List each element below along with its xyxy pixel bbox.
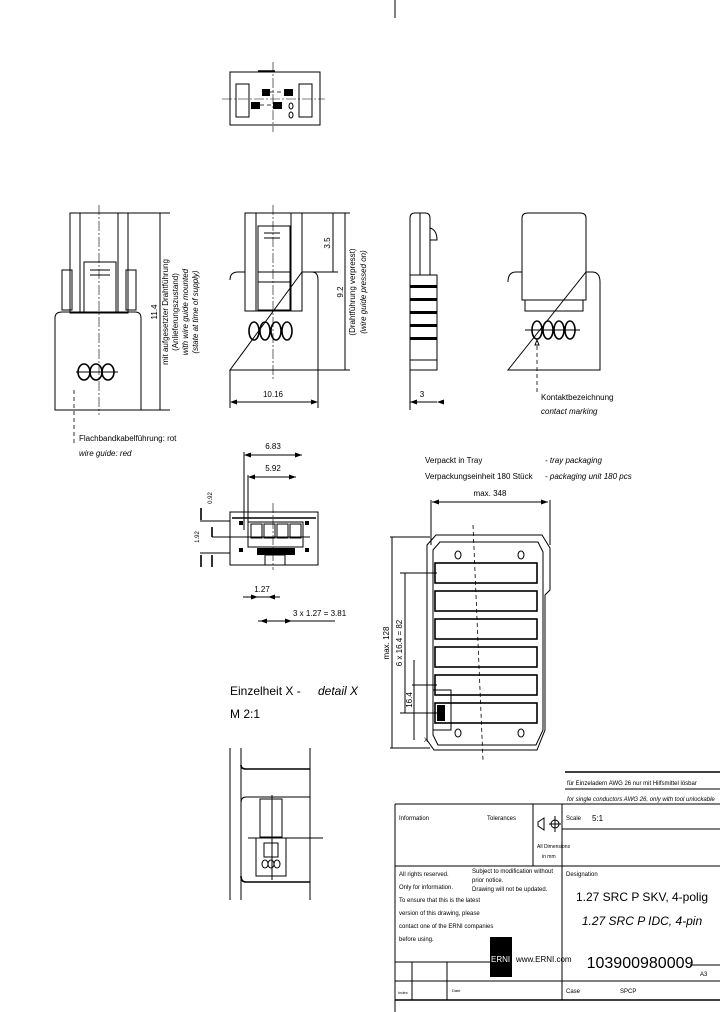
tray-height-dim: max. 128 [382,626,391,659]
index-label: Index [398,990,408,995]
bottom-pitch: 1.27 [254,585,270,594]
detail-scale: M 2:1 [230,707,260,721]
front-height-note-en: (wire guide pressed on) [359,250,368,334]
information-label: Information [399,816,429,822]
bottom-dim-a: 6.83 [265,442,281,451]
tray-detail-marker: X [424,738,428,744]
sheet-size: A3 [700,972,708,978]
top-view [222,62,325,132]
rights-line-2: Only for information. [399,885,453,891]
title-block [394,771,720,1001]
scale-value: 5:1 [592,814,604,823]
modification-line-2: prior notice. [472,878,504,884]
tray-width-dim: max. 348 [474,489,507,498]
tray-pitch-total: 6 x 16.4 = 82 [395,619,404,666]
side-view [409,212,444,410]
rights-line-3: To ensure that this is the latest [399,898,480,904]
note-en: for single conductors AWG 26, only with … [567,797,715,803]
tray-packaging-en: - tray packaging [545,456,602,465]
detail-title-de: Einzelheit X - [230,684,301,698]
front-top-dim: 3.5 [323,237,332,249]
website: www.ERNI.com [515,955,572,964]
side-width-dim: 3 [420,390,425,399]
modification-line-3: Drawing will not be updated. [472,887,548,893]
case-label: Case [566,989,581,995]
bottom-dim-b: 5.92 [265,464,281,473]
left-height-dim: 11.4 [150,304,159,320]
scale-label: Scale [566,816,582,822]
designation-label: Designation [566,872,598,878]
front-height-dim: 9.2 [336,286,345,298]
tray-pitch: 16.4 [405,692,414,708]
rights-line-4: version of this drawing, please [399,911,480,917]
bottom-pitch-total: 3 x 1.27 = 3.81 [293,609,347,618]
left-height-note-en-1: with wire guide mounted [181,268,190,355]
contact-marking-en: contact marking [541,407,598,416]
bottom-view [200,452,335,624]
detail-title-en: detail X [318,684,359,698]
tolerances-label: Tolerances [487,816,516,822]
rights-line-6: before using. [399,937,434,943]
detail-x-drawing [229,748,323,900]
left-height-note-en-2: (state at time of supply) [191,270,200,353]
title-en: 1.27 SRC P IDC, 4-pin [582,914,703,928]
title-de: 1.27 SRC P SKV, 4-polig [576,890,708,904]
front-width-dim: 10.16 [263,390,284,399]
date-label: Date [452,988,461,993]
modification-line-1: Subject to modification without [472,869,553,875]
front-height-note-de: (Drahtführung verpresst) [348,248,357,335]
erni-logo: ERNI [490,937,512,977]
front-view [229,205,350,408]
tray-drawing [390,499,551,761]
left-height-note-de-1: mit aufgesetzter Drahtführung [161,259,170,365]
dimensions-label-2: in mm [542,854,556,860]
back-view [506,212,601,395]
tray-unit-de: Verpackungseinheit 180 Stück [425,472,534,481]
rights-line-1: All rights reserved. [399,872,449,878]
contact-marking-de: Kontaktbezeichnung [541,393,614,402]
note-de: für Einzeladern AWG 26 nur mit Hilfsmitt… [567,781,697,787]
rights-line-5: contact one of the ERNI companies [399,924,493,930]
part-number: 103900980009 [587,955,694,972]
case-value: SPCP [620,989,636,995]
tray-packaging-de: Verpackt in Tray [425,456,482,465]
left-view [54,205,170,445]
dimensions-label-1: All Dimensions [537,844,571,850]
left-height-note-de-2: (Anlieferungszustand) [171,273,180,351]
bottom-dim-c: 0.92 [208,492,214,504]
bottom-dim-d: 1.92 [195,531,201,543]
wire-guide-label-de: Flachbandkabelführung: rot [79,434,177,443]
tray-unit-en: - packaging unit 180 pcs [545,472,632,481]
logo-text: ERNI [491,955,510,964]
wire-guide-label-en: wire guide: red [79,449,132,458]
